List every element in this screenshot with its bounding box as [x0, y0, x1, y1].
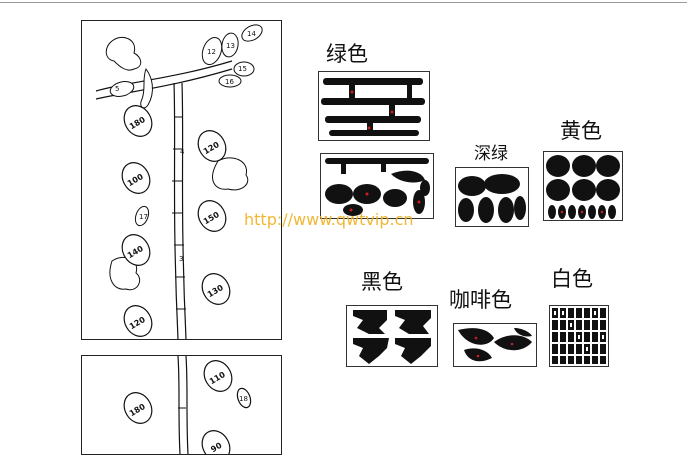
label-coffee: 咖啡色 — [449, 288, 512, 312]
chart-mark: 4 — [180, 148, 185, 156]
chart-mark: 5 — [115, 85, 119, 93]
swatch-coffee — [453, 323, 537, 367]
chart-mark: 3 — [179, 255, 183, 263]
chart-mark: 18 — [239, 395, 248, 403]
chart-mark: 16 — [225, 78, 234, 86]
label-dark-green: 深绿 — [474, 144, 508, 164]
chart-mark: 12 — [207, 48, 216, 56]
swatch-green-leaves — [320, 153, 434, 219]
growth-chart-panel: 5 4 3 17 12 13 14 15 16 180 120 100 150 … — [81, 20, 282, 340]
label-green: 绿色 — [326, 42, 368, 66]
chart-mark: 14 — [247, 30, 256, 38]
chart-mark: 15 — [238, 65, 247, 73]
swatch-dark-green — [455, 167, 529, 227]
top-rule — [0, 2, 687, 3]
chart-mark: 13 — [226, 42, 235, 50]
growth-chart-drawing: 5 4 3 17 12 13 14 15 16 180 120 100 150 … — [95, 24, 263, 339]
chart-mark: 17 — [139, 213, 148, 221]
label-white: 白色 — [551, 267, 593, 291]
growth-chart-drawing-lower: 110 180 90 18 — [123, 356, 252, 454]
swatch-white — [549, 305, 609, 367]
label-black: 黑色 — [361, 270, 403, 294]
swatch-green-branches — [318, 71, 430, 141]
swatch-yellow — [543, 151, 623, 221]
growth-chart-panel-lower: 110 180 90 18 — [81, 355, 282, 455]
swatch-black — [346, 305, 438, 367]
label-yellow: 黄色 — [560, 119, 602, 143]
watermark-url: http://www.qwtvip.cn — [244, 210, 414, 229]
